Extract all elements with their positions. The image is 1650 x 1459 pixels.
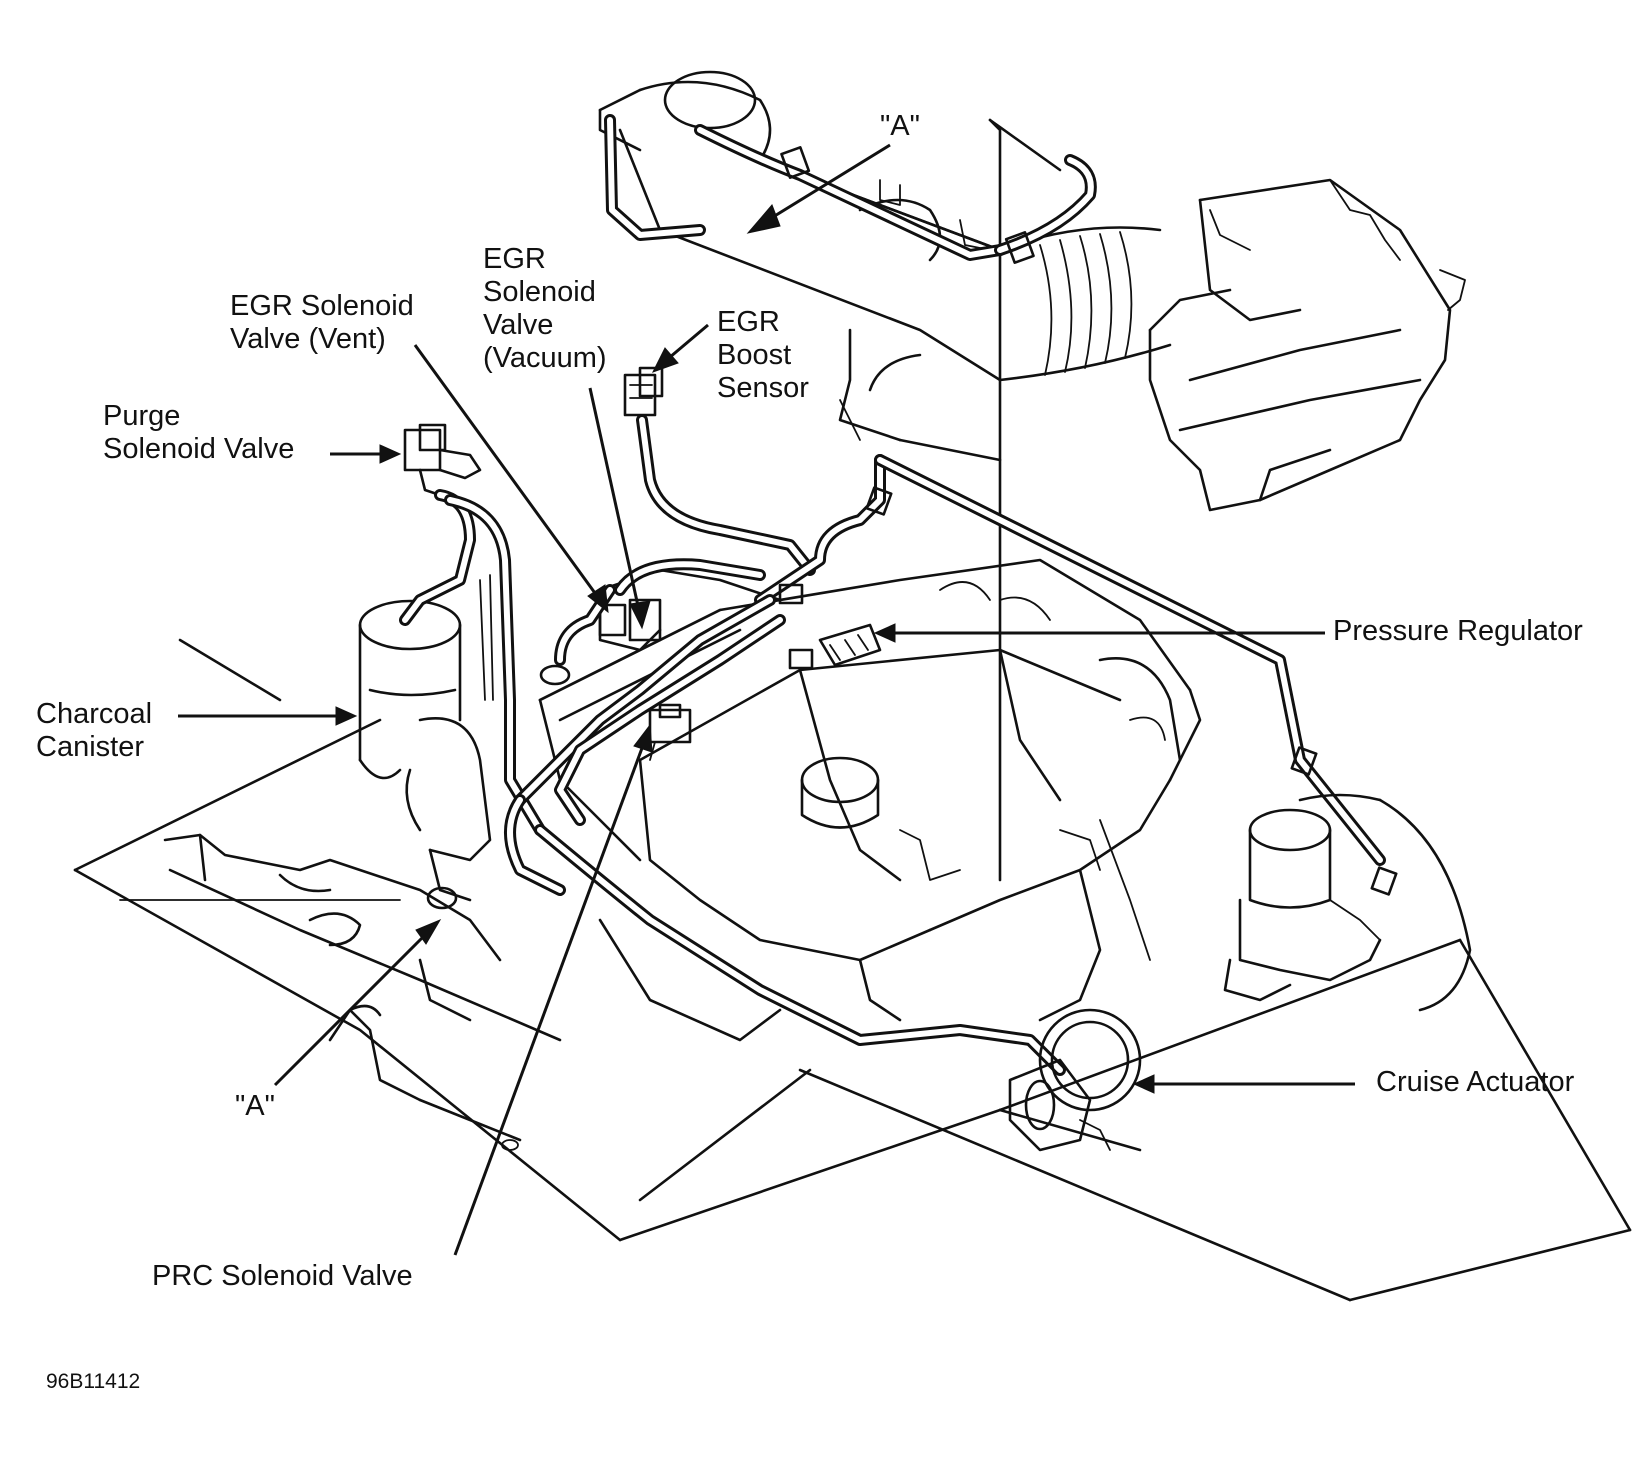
arrowhead-charcoal — [335, 706, 358, 726]
label-egr-vac-line2: Solenoid — [483, 276, 596, 308]
figure-id: 96B11412 — [46, 1370, 141, 1393]
label-purge-line2: Solenoid Valve — [103, 433, 295, 465]
vacuum-lines — [504, 454, 1398, 1076]
leader-egr-vent — [413, 344, 602, 601]
leaders — [178, 143, 1355, 1256]
cruise-actuator — [1008, 1008, 1142, 1152]
arrowhead-prc — [633, 723, 653, 753]
arrowhead-boost — [651, 347, 679, 373]
leader-prc — [453, 739, 647, 1256]
arrowhead-pressure — [873, 623, 896, 643]
egr-boost-sensor — [623, 366, 816, 576]
front-support — [163, 833, 562, 1151]
arrowhead-a-top — [746, 204, 781, 234]
label-prc: PRC Solenoid Valve — [152, 1260, 413, 1292]
pressure-regulator — [818, 623, 882, 667]
charcoal-canister — [358, 599, 492, 910]
label-egr-vac-line4: (Vacuum) — [483, 342, 607, 374]
air-cleaner — [998, 178, 1466, 512]
leader-a-bottom — [273, 928, 432, 1087]
ref-plane — [988, 118, 1062, 882]
arrowhead-cruise — [1132, 1074, 1155, 1094]
label-a-bottom: "A" — [235, 1090, 275, 1122]
arrowhead-a-bottom — [415, 918, 442, 945]
arrowhead-purge — [379, 444, 402, 464]
label-purge-line1: Purge — [103, 400, 181, 432]
label-egr-vent-line1: EGR Solenoid — [230, 290, 414, 322]
purge-solenoid — [399, 423, 546, 836]
egr-solenoid-cluster — [538, 558, 782, 722]
body-outline — [73, 638, 1632, 1302]
label-charcoal-line2: Canister — [36, 731, 144, 763]
label-boost-line2: Boost — [717, 339, 792, 371]
leader-egr-vac — [588, 387, 642, 616]
label-a-top: "A" — [880, 110, 920, 142]
throttle-intake — [598, 70, 1002, 462]
label-egr-vac-line1: EGR — [483, 243, 546, 275]
arrowhead-egr-vac — [629, 600, 651, 630]
label-cruise-actuator: Cruise Actuator — [1376, 1066, 1575, 1098]
label-boost-line1: EGR — [717, 306, 780, 338]
brake-booster — [1223, 793, 1472, 1012]
top-hose — [604, 114, 1097, 264]
arrowhead-egr-vent — [587, 584, 609, 614]
label-boost-line3: Sensor — [717, 372, 809, 404]
label-pressure-regulator: Pressure Regulator — [1333, 615, 1583, 647]
label-egr-vac-line3: Valve — [483, 309, 554, 341]
leader-a-top — [759, 143, 891, 227]
label-charcoal-line1: Charcoal — [36, 698, 153, 730]
label-egr-vent-line2: Valve (Vent) — [230, 323, 386, 355]
